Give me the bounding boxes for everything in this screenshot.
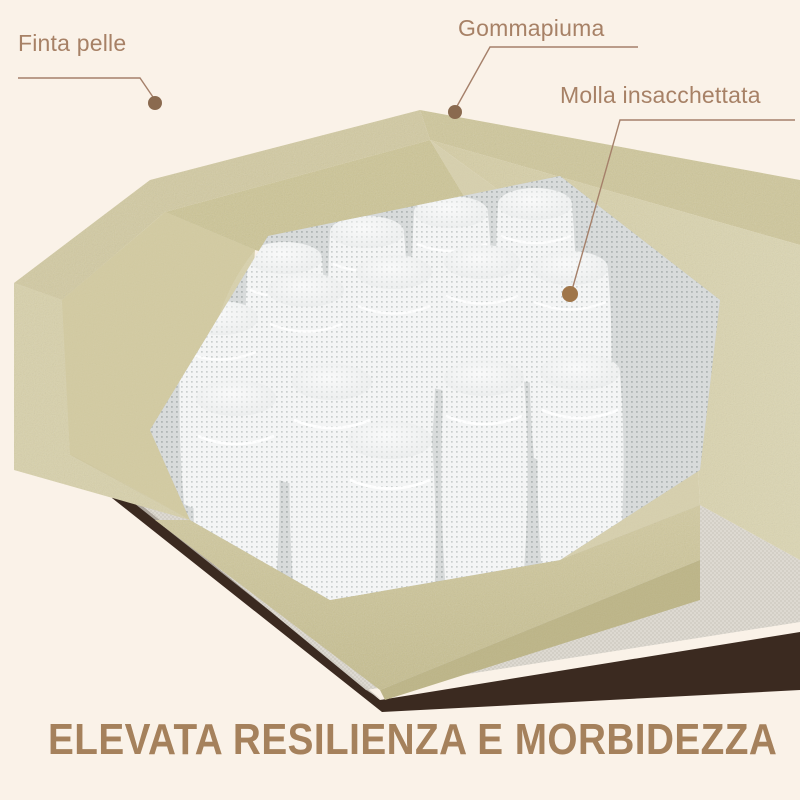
headline-text: ELEVATA RESILIENZA E MORBIDEZZA <box>48 715 778 764</box>
base-trim-edge <box>112 486 800 712</box>
pocket-spring <box>537 354 624 585</box>
pocket-spring <box>441 360 528 600</box>
callout-label-gommapiuma: Gommapiuma <box>458 15 605 41</box>
spring-row-front <box>193 354 624 600</box>
foam-inner-left-curve <box>62 212 255 520</box>
callout-label-molla-insacchettata: Molla insacchettata <box>560 82 761 108</box>
foam-left-outer-wall-2 <box>14 283 190 520</box>
pocket-spring <box>345 421 436 600</box>
foam-front-edge <box>380 560 700 700</box>
callout-label-finta-pelle: Finta pelle <box>18 30 127 56</box>
foam-top-left-face <box>14 110 430 300</box>
